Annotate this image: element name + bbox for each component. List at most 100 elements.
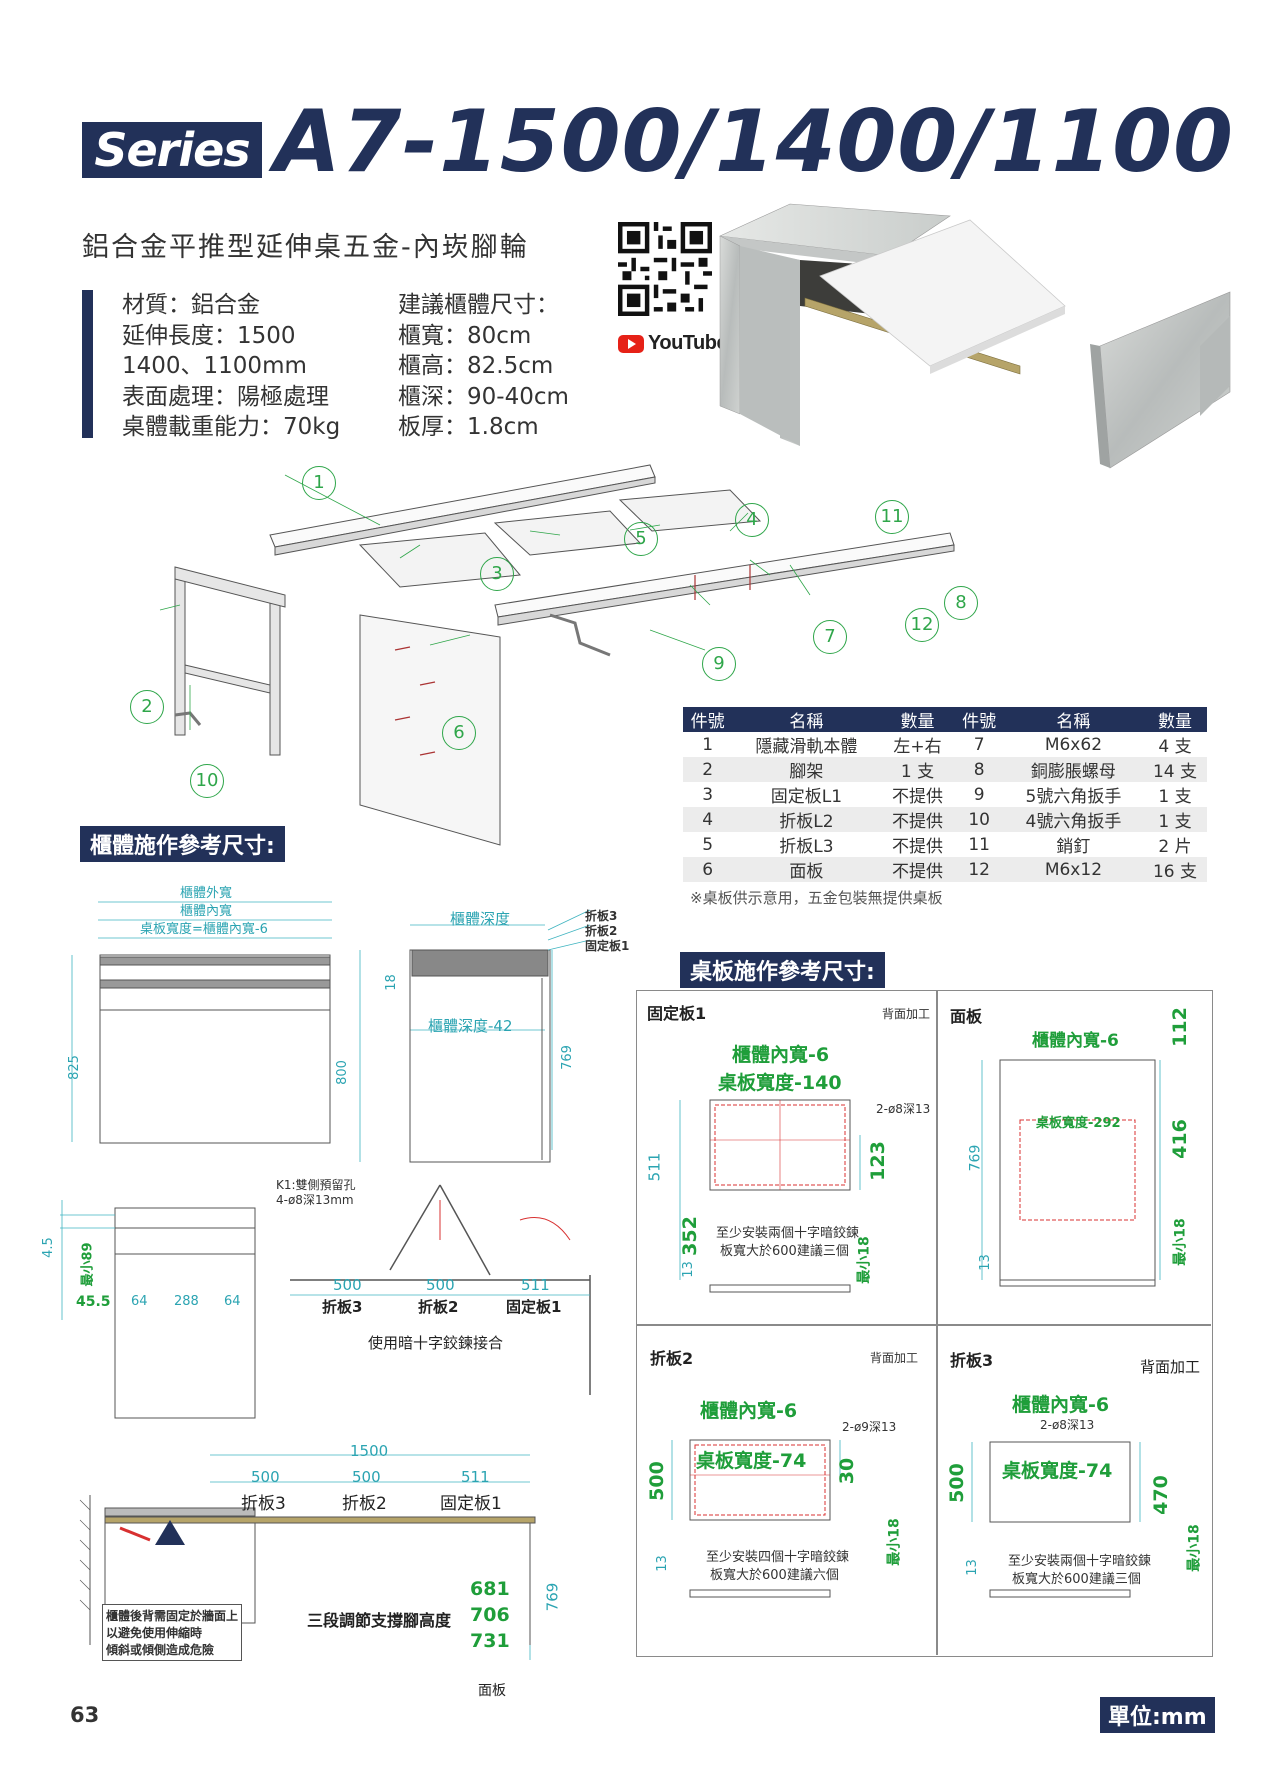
hinge-note: 使用暗十字鉸鍊接合 xyxy=(368,1334,504,1352)
fold3-hole: 2-ø8深13 xyxy=(1040,1418,1095,1432)
spec-line: 延伸長度：1500 xyxy=(122,322,296,349)
label-k1-hole: 4-ø8深13mm xyxy=(276,1193,354,1207)
label-k1: K1:雙側預留孔 xyxy=(276,1178,356,1192)
label-fixed1: 固定板1 xyxy=(440,1494,502,1514)
fold2-min18: 最小18 xyxy=(886,1518,903,1566)
cell: 5 xyxy=(683,832,733,857)
cell: 2 xyxy=(683,757,733,782)
cell: 固定板L1 xyxy=(732,782,881,807)
dim-depth-42: 櫃體深度-42 xyxy=(428,1017,513,1035)
table-note: ※桌板供示意用，五金包裝無提供桌板 xyxy=(690,889,943,907)
youtube-icon xyxy=(618,334,644,353)
cell: 1 支 xyxy=(880,757,955,782)
callout-9: 9 xyxy=(702,647,736,681)
board-section-title: 桌板施作參考尺寸: xyxy=(680,952,885,988)
dim-cabinet-depth: 櫃體深度 xyxy=(450,910,511,928)
model-title: A7-1500/1400/1100 xyxy=(274,92,1234,192)
fold3-back: 背面加工 xyxy=(1140,1358,1201,1376)
youtube-label: YouTube xyxy=(648,332,728,354)
fold-diagram xyxy=(290,1184,591,1395)
fold2-inner: 櫃體內寬-6 xyxy=(700,1400,798,1422)
fold2-hinge-2: 板寬大於600建議六個 xyxy=(710,1568,839,1583)
cell: 不提供 xyxy=(880,807,955,832)
warning-line: 傾斜或傾側造成危險 xyxy=(106,1643,215,1657)
table-header-row: 件號 名稱 數量 件號 名稱 數量 xyxy=(683,707,1207,732)
dim-inner-width: 櫃體內寬 xyxy=(180,904,233,919)
dim-511: 511 xyxy=(461,1468,490,1486)
callout-2: 2 xyxy=(130,690,164,724)
extended-table-diagram xyxy=(79,1454,536,1660)
fold2-width: 桌板寬度-74 xyxy=(696,1450,807,1472)
col-header: 件號 xyxy=(683,707,733,732)
fold3-inner: 櫃體內寬-6 xyxy=(1012,1394,1110,1416)
col-header: 名稱 xyxy=(1003,707,1143,732)
spec-line: 1400、1100mm xyxy=(122,353,307,379)
cell: M6x62 xyxy=(1003,732,1143,757)
dim-511-fixed1: 511 xyxy=(521,1276,550,1294)
dim-outer-width: 櫃體外寬 xyxy=(180,886,233,901)
label-fold3: 折板3 xyxy=(241,1494,286,1514)
fold2-hole: 2-ø9深13 xyxy=(842,1420,897,1434)
callout-6: 6 xyxy=(442,716,476,750)
fixed1-hinge-1: 至少安裝兩個十字暗鉸鍊 xyxy=(716,1226,860,1241)
fold3-width: 桌板寬度-74 xyxy=(1002,1460,1113,1482)
dim-500-a: 500 xyxy=(251,1468,280,1486)
cabinet-front-drawing xyxy=(71,901,332,1144)
fixed1-h352: 352 xyxy=(678,1216,701,1256)
label-fold2: 折板2 xyxy=(585,924,618,938)
dim-h769: 769 xyxy=(559,1045,575,1070)
spec-line: 表面處理：陽極處理 xyxy=(122,383,329,410)
warning-line: 以避免使用伸縮時 xyxy=(106,1626,203,1640)
label-fold3: 折板3 xyxy=(585,909,618,923)
cell: 腳架 xyxy=(732,757,881,782)
label-fold2: 折板2 xyxy=(342,1494,387,1514)
callout-3: 3 xyxy=(480,557,514,591)
fixed1-h511: 511 xyxy=(645,1152,664,1182)
label-fold2: 折板2 xyxy=(418,1298,459,1316)
dim-500-fold3: 500 xyxy=(333,1276,362,1294)
cell: 不提供 xyxy=(880,782,955,807)
cell: M6x12 xyxy=(1003,857,1143,882)
cell: 折板L3 xyxy=(732,832,881,857)
youtube-link[interactable]: YouTube xyxy=(618,332,728,355)
dim-64b: 64 xyxy=(224,1294,241,1309)
cell: 9 xyxy=(954,782,1004,807)
exploded-assembly-diagram xyxy=(159,464,955,846)
dim-45: 4.5 xyxy=(40,1237,56,1258)
spec-line: 材質：鋁合金 xyxy=(122,292,260,318)
col-header: 數量 xyxy=(880,707,955,732)
panel-h112: 112 xyxy=(1168,1007,1191,1047)
callout-7: 7 xyxy=(813,620,847,654)
callout-4: 4 xyxy=(735,503,769,537)
cell: 1 xyxy=(683,732,733,757)
cabinet-side-drawing xyxy=(359,909,591,1163)
grid-divider-v xyxy=(936,991,938,1655)
dim-h731: 731 xyxy=(470,1630,510,1652)
cell: 7 xyxy=(954,732,1004,757)
fold3-h500: 500 xyxy=(945,1463,968,1503)
spec-line: 建議櫃體尺寸： xyxy=(398,292,559,318)
fixed1-h13: 13 xyxy=(680,1261,696,1278)
cell: 10 xyxy=(954,807,1004,832)
col-header: 名稱 xyxy=(732,707,881,732)
label-fixed1: 固定板1 xyxy=(585,939,630,953)
fixed1-hole: 2-ø8深13 xyxy=(876,1102,931,1116)
leg-height-note: 三段調節支撐腳高度 xyxy=(307,1611,452,1630)
callout-12: 12 xyxy=(905,608,939,642)
qr-code[interactable] xyxy=(618,222,712,316)
spec-line: 桌體載重能力：70kg xyxy=(122,414,341,440)
fold3-min18: 最小18 xyxy=(1186,1524,1203,1572)
dim-h769: 769 xyxy=(543,1582,562,1612)
spec-line: 板厚：1.8cm xyxy=(398,414,539,440)
qr-code-icon xyxy=(618,222,712,316)
warning-note: 櫃體後背需固定於牆面上 以避免使用伸縮時 傾斜或傾側造成危險 xyxy=(102,1604,243,1661)
cell: 面板 xyxy=(732,857,881,882)
fold2-hinge-1: 至少安裝四個十字暗鉸鍊 xyxy=(706,1550,850,1565)
fold2-h500: 500 xyxy=(645,1461,668,1501)
panel-h769: 769 xyxy=(967,1144,984,1172)
